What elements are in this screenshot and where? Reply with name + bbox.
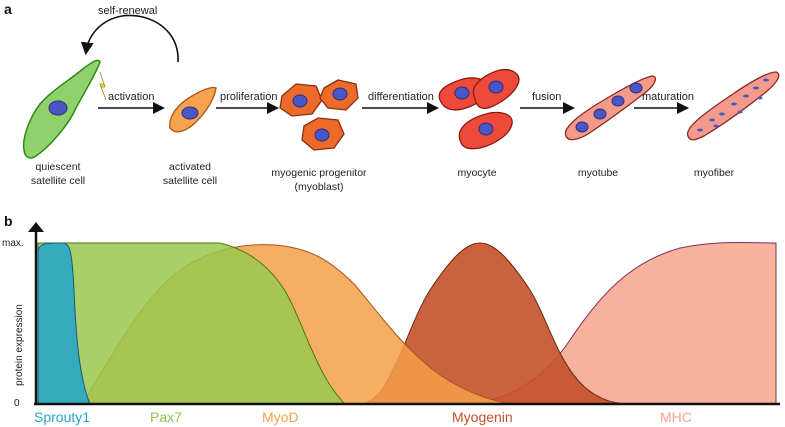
y-zero-label: 0	[14, 398, 20, 409]
stage-label-progenitor-l2: (myoblast)	[294, 181, 343, 193]
myofiber	[686, 71, 780, 141]
panel-a-letter: a	[4, 1, 12, 17]
self-renewal-label: self-renewal	[98, 5, 157, 17]
stage-label-quiescent-l1: quiescent	[36, 161, 81, 173]
differentiation-label: differentiation	[368, 91, 434, 103]
myocytes	[438, 68, 520, 150]
activated-satellite-cell	[169, 86, 217, 133]
stage-label-activated-l1: activated	[169, 161, 211, 173]
y-axis-label: protein expression	[14, 304, 25, 386]
myotube	[564, 75, 657, 141]
stage-label-myocyte: myocyte	[457, 167, 496, 179]
myogenic-progenitor-cells	[279, 79, 359, 151]
stage-label-progenitor-l1: myogenic progenitor	[271, 167, 367, 179]
maturation-label: maturation	[642, 91, 694, 103]
stage-label-quiescent-l2: satellite cell	[31, 175, 85, 187]
stage-label-myofiber: myofiber	[694, 167, 735, 179]
legend-myogenin: Myogenin	[452, 409, 513, 425]
legend-myod: MyoD	[262, 409, 299, 425]
self-renewal-arrow	[80, 14, 179, 63]
y-max-label: max.	[2, 238, 24, 249]
stage-label-activated-l2: satellite cell	[163, 175, 217, 187]
legend-mhc: MHC	[660, 409, 692, 425]
pax7-curve	[37, 242, 347, 405]
quiescent-satellite-cell	[22, 59, 101, 159]
sprouty1-curve	[37, 242, 91, 405]
activation-bolt-icon	[99, 71, 107, 101]
stage-label-myotube: myotube	[578, 167, 618, 179]
proliferation-label: proliferation	[220, 91, 277, 103]
legend-pax7: Pax7	[150, 409, 182, 425]
fusion-label: fusion	[532, 91, 561, 103]
panel-b-letter: b	[4, 213, 13, 229]
legend-sprouty1: Sprouty1	[34, 409, 90, 425]
activation-label: activation	[108, 91, 154, 103]
y-axis-arrowhead	[28, 222, 44, 232]
